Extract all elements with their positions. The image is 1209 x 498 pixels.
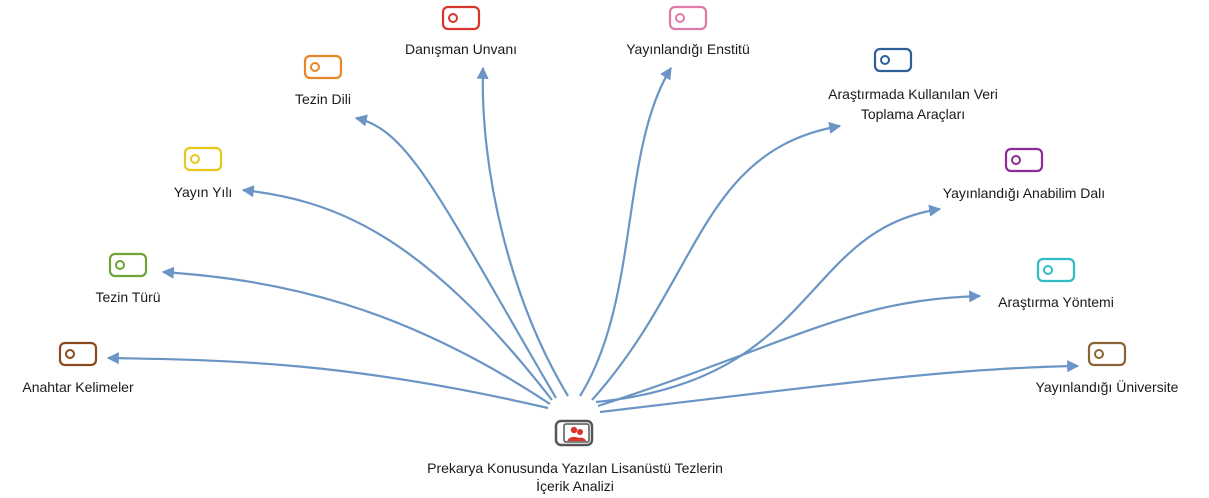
node-dal[interactable]: Yayınlandığı Anabilim Dalı bbox=[943, 147, 1105, 201]
center-label-line2: İçerik Analizi bbox=[536, 477, 614, 494]
node-label-tur: Tezin Türü bbox=[95, 289, 160, 305]
node-label-veri: Araştırmada Kullanılan Veri bbox=[828, 86, 998, 102]
tag-icon bbox=[303, 54, 343, 80]
node-label-dal: Yayınlandığı Anabilim Dalı bbox=[943, 185, 1105, 201]
edge-yil bbox=[241, 185, 553, 401]
edge-enstitu bbox=[579, 66, 672, 397]
tag-icon bbox=[1004, 147, 1044, 173]
node-label-unvan: Danışman Unvanı bbox=[405, 41, 517, 57]
tag-icon bbox=[873, 47, 913, 73]
node-label-yontem: Araştırma Yöntemi bbox=[998, 294, 1114, 310]
center-label-line1: Prekarya Konusunda Yazılan Lisanüstü Tez… bbox=[427, 460, 723, 476]
edge-tur bbox=[161, 266, 551, 405]
node-label-universite: Yayınlandığı Üniversite bbox=[1036, 378, 1179, 395]
tag-icon bbox=[1036, 257, 1076, 283]
node-unvan[interactable]: Danışman Unvanı bbox=[405, 5, 517, 57]
tag-icon bbox=[441, 5, 481, 31]
nodes-layer: Anahtar Kelimeler Tezin Türü Yayın Yılı Tez… bbox=[22, 5, 1179, 395]
node-label-yil: Yayın Yılı bbox=[174, 184, 233, 200]
person-group-icon bbox=[567, 426, 586, 441]
tag-icon bbox=[183, 146, 223, 172]
node-yil[interactable]: Yayın Yılı bbox=[174, 146, 233, 200]
edge-veri bbox=[591, 121, 842, 401]
node-label-anahtar: Anahtar Kelimeler bbox=[22, 379, 134, 395]
node-dil[interactable]: Tezin Dili bbox=[295, 54, 351, 107]
node-enstitu[interactable]: Yayınlandığı Enstitü bbox=[626, 5, 750, 57]
edge-universite bbox=[599, 360, 1080, 414]
edge-dil bbox=[354, 114, 557, 399]
node-label-enstitu: Yayınlandığı Enstitü bbox=[626, 41, 749, 57]
node-yontem[interactable]: Araştırma Yöntemi bbox=[998, 257, 1114, 310]
node-label-dil: Tezin Dili bbox=[295, 91, 351, 107]
edge-anahtar bbox=[106, 352, 549, 410]
edges-layer bbox=[106, 66, 1080, 414]
node-label-line2-veri: Toplama Araçları bbox=[861, 106, 965, 122]
node-universite[interactable]: Yayınlandığı Üniversite bbox=[1036, 341, 1179, 395]
tag-icon bbox=[108, 252, 148, 278]
tag-icon bbox=[668, 5, 708, 31]
tag-icon bbox=[1087, 341, 1127, 367]
center-node-inner bbox=[563, 423, 590, 443]
node-anahtar[interactable]: Anahtar Kelimeler bbox=[22, 341, 134, 395]
center-node[interactable]: Prekarya Konusunda Yazılan Lisanüstü Tez… bbox=[427, 419, 723, 494]
edge-dal bbox=[595, 204, 942, 404]
edge-unvan bbox=[476, 66, 569, 397]
node-tur[interactable]: Tezin Türü bbox=[95, 252, 161, 305]
edge-yontem bbox=[597, 290, 982, 408]
tag-icon bbox=[58, 341, 98, 367]
